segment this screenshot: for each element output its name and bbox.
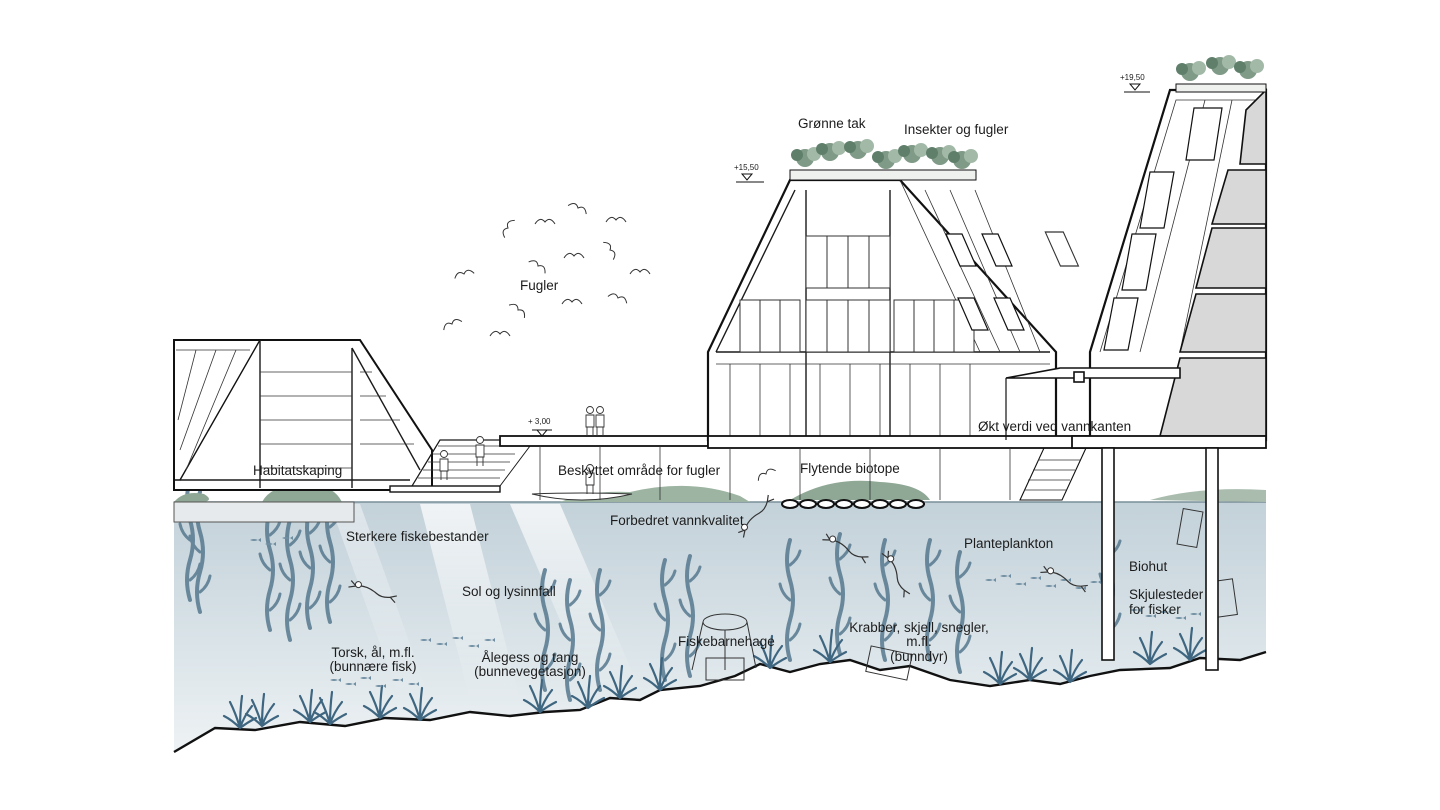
label-alegess-2: (bunnevegetasjon) [474,664,586,679]
label-sol: Sol og lysinnfall [462,584,556,599]
label-torsk-2: (bunnære fisk) [329,659,416,674]
label-krabber-3: (bunndyr) [890,649,948,664]
label-forbedret: Forbedret vannkvalitet [610,513,744,528]
green-roof-plants [791,139,978,169]
right-building: +19,50 [1005,55,1268,671]
label-alegess-1: Ålegess og tang [482,650,579,665]
label-okt-verdi: Økt verdi ved vannkanten [978,419,1131,434]
left-building [173,339,501,523]
label-sterkere: Sterkere fiskebestander [346,529,489,544]
elevation-roof-right: +19,50 [1120,73,1145,82]
label-krabber-2: m.fl. [906,634,932,649]
label-skjulesteder-2: for fisker [1129,602,1181,617]
floating-biotope [781,499,925,509]
label-insekter: Insekter og fugler [904,122,1009,137]
label-skjulesteder-1: Skjulesteder [1129,587,1204,602]
elevation-deck: + 3,00 [528,417,551,426]
diagram-labels: Fugler Grønne tak Insekter og fugler Hab… [253,116,1204,679]
label-planteplankton: Planteplankton [964,536,1053,551]
elevation-roof-middle: +15,50 [734,163,759,172]
label-flytende: Flytende biotope [800,461,900,476]
label-krabber-1: Krabber, skjell, snegler, [849,620,989,635]
label-torsk-1: Torsk, ål, m.fl. [331,645,414,660]
label-fugler: Fugler [520,278,559,293]
label-beskyttet: Beskyttet område for fugler [558,463,721,478]
label-biohut: Biohut [1129,559,1168,574]
canoe [531,464,633,501]
label-gronne-tak: Grønne tak [798,116,866,131]
seabed-line [173,650,1267,754]
label-fiskebarnehage: Fiskebarnehage [678,634,775,649]
middle-building: +15,50 [706,139,1101,500]
label-habitatskaping: Habitatskaping [253,463,342,478]
sun-beams [330,504,640,700]
